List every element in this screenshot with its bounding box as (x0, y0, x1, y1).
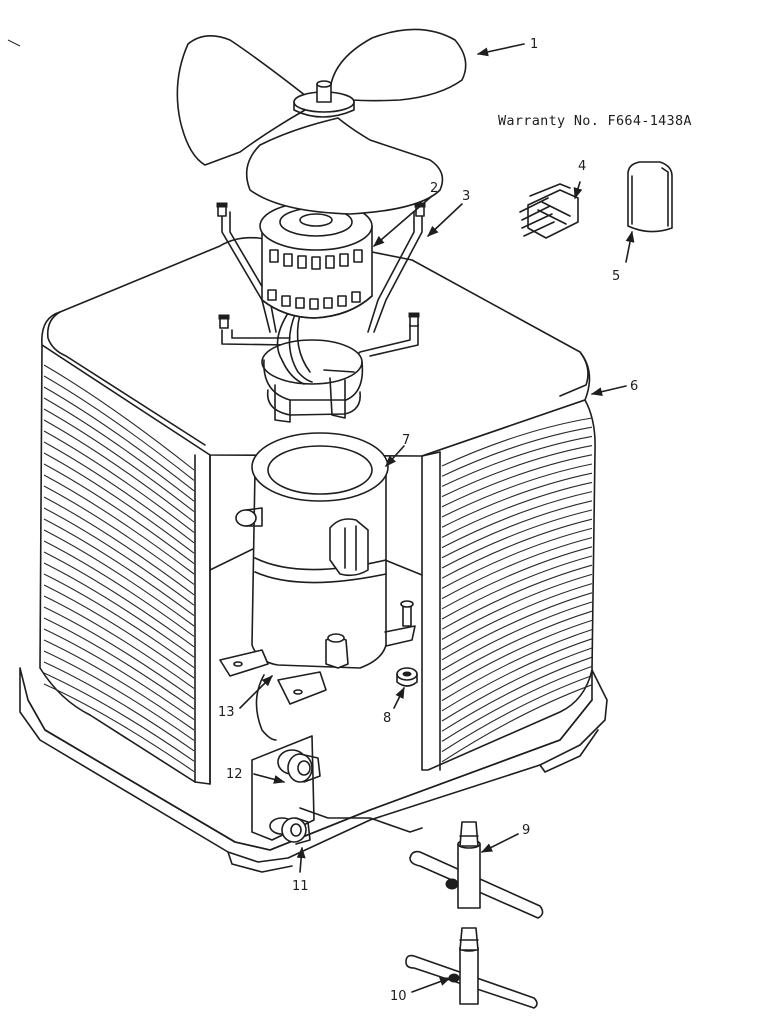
fan-blade (176, 28, 467, 215)
tee-fitting-upper (409, 821, 544, 919)
callout-10: 10 (390, 989, 407, 1004)
callout-4: 4 (578, 159, 586, 174)
warranty-number: Warranty No. F664-1438A (498, 113, 692, 129)
mounting-screw (400, 600, 414, 627)
compressor (219, 432, 416, 741)
callout-11: 11 (292, 879, 309, 894)
callout-13: 13 (218, 705, 235, 720)
left-condenser-coil (39, 344, 211, 785)
callout-6: 6 (630, 379, 638, 394)
right-condenser-coil (421, 399, 596, 771)
callout-12: 12 (226, 767, 243, 782)
callout-9: 9 (522, 823, 530, 838)
tee-fitting-lower (405, 927, 538, 1009)
fan-opening (261, 309, 364, 423)
callout-3: 3 (462, 189, 470, 204)
callout-1: 1 (530, 37, 538, 52)
callout-8: 8 (383, 711, 391, 726)
service-valve-lower (269, 817, 311, 845)
base-pan (19, 667, 608, 873)
corner-mark (7, 39, 21, 47)
callout-labels: 1 2 3 4 5 6 7 8 9 10 11 12 13 (218, 37, 638, 1004)
terminal-block (519, 183, 579, 239)
service-valve-upper (277, 749, 321, 783)
callout-5: 5 (612, 269, 620, 284)
fan-motor (259, 201, 373, 319)
callout-2: 2 (430, 181, 438, 196)
leader-arrows (239, 43, 635, 993)
capacitor (627, 161, 673, 233)
rubber-grommet (396, 667, 418, 687)
callout-7: 7 (402, 433, 410, 448)
